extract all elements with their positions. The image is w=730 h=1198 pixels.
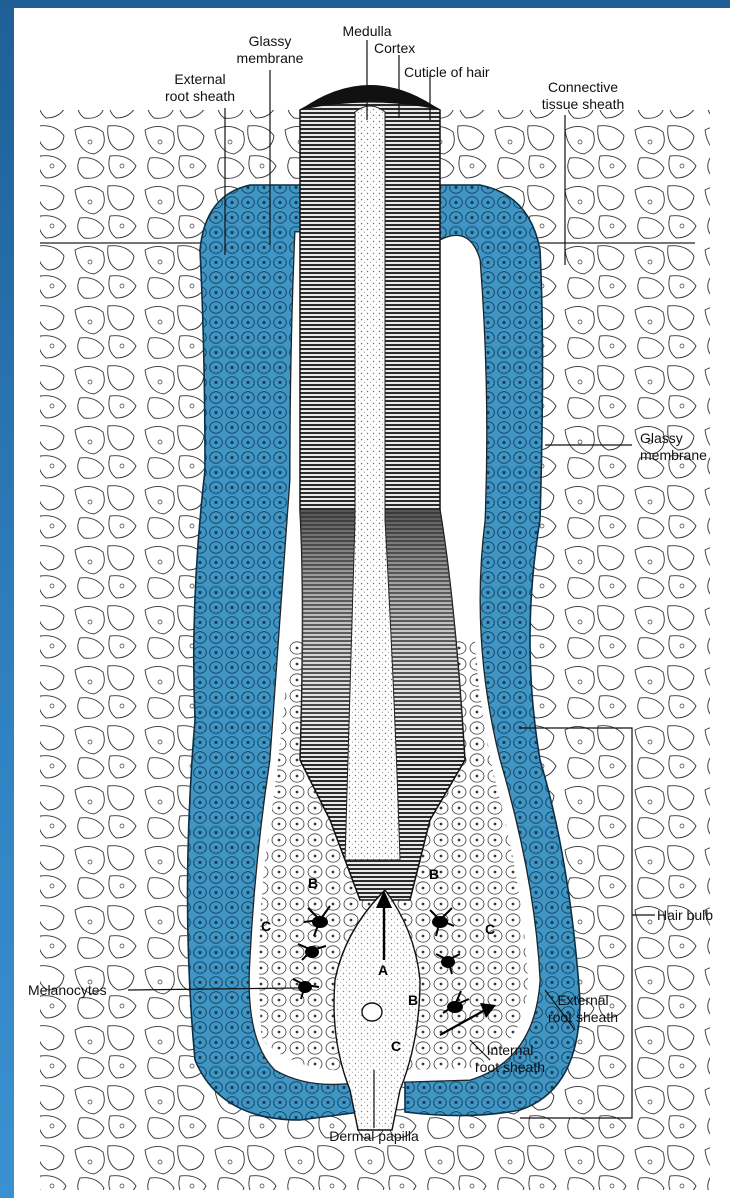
label-cortex: Cortex bbox=[374, 40, 415, 56]
label-dermal-papilla: Dermal papilla bbox=[329, 1128, 419, 1144]
label-cuticle-of-hair: Cuticle of hair bbox=[404, 64, 490, 80]
label-melanocytes: Melanocytes bbox=[28, 982, 107, 998]
zone-letter-c-lower: C bbox=[391, 1038, 401, 1054]
zone-letter-c-left: C bbox=[261, 918, 271, 934]
papilla-capillary bbox=[362, 1003, 382, 1021]
zone-letter-b-right: B bbox=[429, 866, 439, 882]
zone-letter-b-left: B bbox=[308, 875, 318, 891]
label-glassy-membrane-top-2: membrane bbox=[237, 50, 304, 66]
label-connective-tissue-1: Connective bbox=[548, 79, 618, 95]
label-external-root-sheath-top-1: External bbox=[174, 71, 225, 87]
label-glassy-membrane-right-1: Glassy bbox=[640, 430, 683, 446]
label-hair-bulb: Hair bulb bbox=[657, 907, 713, 923]
label-medulla: Medulla bbox=[342, 23, 391, 39]
label-internal-root-sheath-1: Internal bbox=[487, 1042, 534, 1058]
label-external-root-sheath-bottom-2: root sheath bbox=[548, 1009, 618, 1025]
zone-letter-b-lower: B bbox=[408, 992, 418, 1008]
zone-letter-a: A bbox=[378, 962, 388, 978]
label-glassy-membrane-top-1: Glassy bbox=[249, 33, 292, 49]
label-glassy-membrane-right-2: membrane bbox=[640, 447, 707, 463]
label-connective-tissue-2: tissue sheath bbox=[542, 96, 625, 112]
label-external-root-sheath-bottom-1: External bbox=[557, 992, 608, 1008]
label-internal-root-sheath-2: root sheath bbox=[475, 1059, 545, 1075]
label-external-root-sheath-top-2: root sheath bbox=[165, 88, 235, 104]
zone-letter-c-right: C bbox=[485, 921, 495, 937]
